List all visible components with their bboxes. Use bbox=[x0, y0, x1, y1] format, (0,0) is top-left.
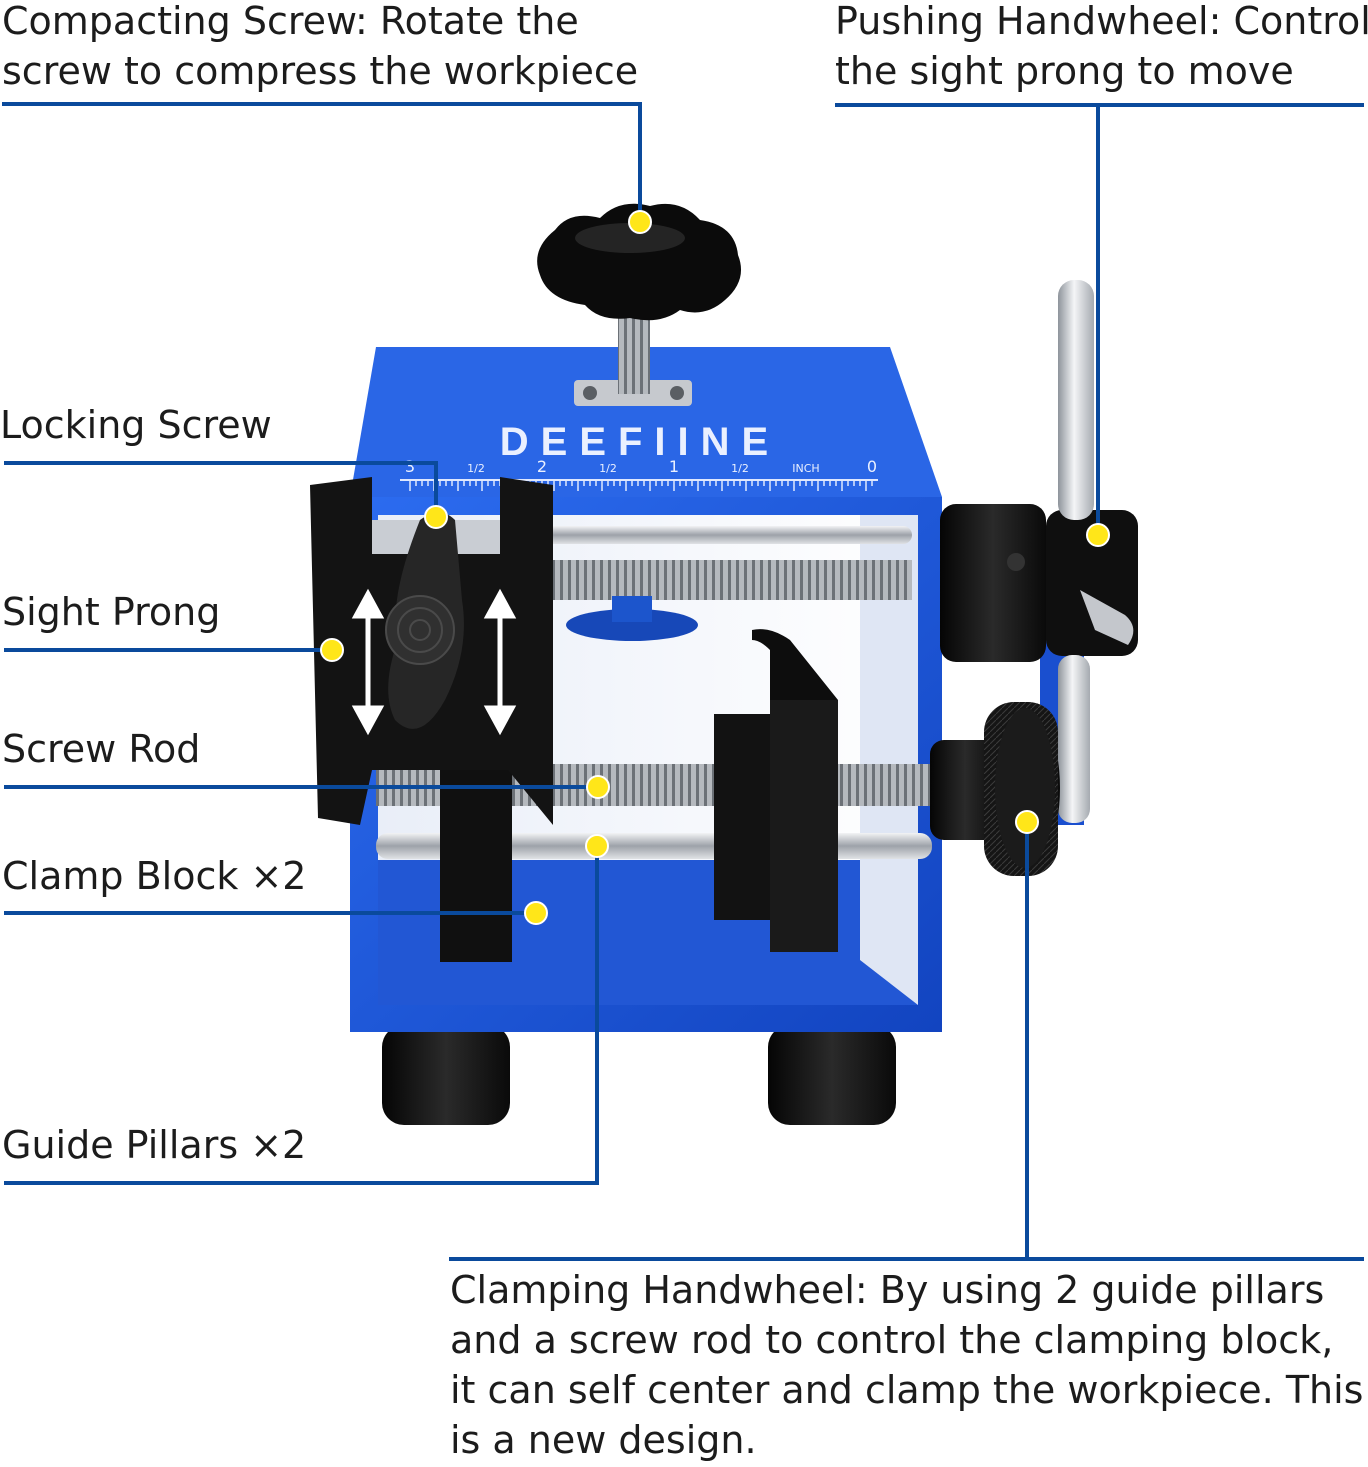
callout-clamping-handwheel: Clamping Handwheel: By using 2 guide pil… bbox=[450, 1268, 1364, 1462]
leader-compacting bbox=[2, 102, 642, 222]
sight-prong bbox=[310, 477, 553, 825]
callout-sight-prong: Sight Prong bbox=[2, 590, 221, 634]
left-foot bbox=[382, 1025, 510, 1125]
callout-clamp-block: Clamp Block ×2 bbox=[2, 854, 307, 898]
leader-lines bbox=[2, 102, 1364, 1261]
leader-locking bbox=[4, 461, 438, 517]
push-handle-rod bbox=[1058, 280, 1094, 520]
ruler-tick-label: 3 bbox=[405, 457, 415, 476]
pusher-disc bbox=[566, 609, 698, 641]
brand-logo: DEEFIINE bbox=[500, 420, 780, 464]
callout-screw-rod: Screw Rod bbox=[2, 727, 201, 771]
callout-pushing-handwheel: Pushing Handwheel: Control the sight pro… bbox=[835, 0, 1368, 93]
compacting-screw bbox=[537, 203, 742, 406]
push-side-pin bbox=[1080, 590, 1134, 645]
marker-compacting bbox=[628, 210, 652, 234]
ruler-ticks: 3 1/2 2 1/2 1 1/2 INCH 0 bbox=[405, 457, 877, 491]
top-plate bbox=[350, 347, 942, 497]
marker-clamp bbox=[524, 901, 548, 925]
ruler-tick-label: 2 bbox=[537, 457, 547, 476]
ruler-tick-label: 0 bbox=[867, 457, 877, 476]
pushing-handwheel-assembly bbox=[940, 280, 1138, 825]
ruler-tick-label: 1/2 bbox=[731, 462, 749, 475]
upper-screw-rod bbox=[540, 560, 912, 600]
ruler-tick-label: 1/2 bbox=[599, 462, 617, 475]
marker-locking bbox=[424, 505, 448, 529]
wing-center bbox=[385, 595, 455, 665]
right-foot bbox=[768, 1025, 896, 1125]
movement-arrows bbox=[351, 588, 517, 736]
marker-guide bbox=[585, 834, 609, 858]
push-handle-rod-lower bbox=[1058, 655, 1090, 823]
callout-guide-pillars: Guide Pillars ×2 bbox=[2, 1123, 307, 1167]
marker-clamping bbox=[1015, 810, 1039, 834]
clamp-block-left bbox=[440, 770, 512, 962]
push-hub bbox=[940, 504, 1046, 662]
marker-sight bbox=[320, 638, 344, 662]
ruler-tick-label: 1 bbox=[669, 457, 679, 476]
marker-pushing bbox=[1086, 523, 1110, 547]
marker-screwrod bbox=[586, 775, 610, 799]
upper-guide-rod bbox=[540, 526, 912, 544]
upper-rods bbox=[540, 526, 912, 641]
clamp-hub bbox=[930, 740, 1000, 840]
leader-guide bbox=[4, 846, 599, 1185]
inner-right-wall bbox=[860, 515, 918, 1005]
callout-markers bbox=[320, 210, 1110, 925]
feet bbox=[382, 1025, 896, 1125]
ruler-tick-label: INCH bbox=[792, 462, 819, 475]
callout-locking-screw: Locking Screw bbox=[0, 403, 272, 447]
callout-compacting-screw: Compacting Screw: Rotate the screw to co… bbox=[2, 0, 639, 93]
clamping-handwheel-assembly bbox=[930, 702, 1060, 876]
clamp-blocks bbox=[440, 629, 838, 962]
ruler-tick-label: 1/2 bbox=[467, 462, 485, 475]
